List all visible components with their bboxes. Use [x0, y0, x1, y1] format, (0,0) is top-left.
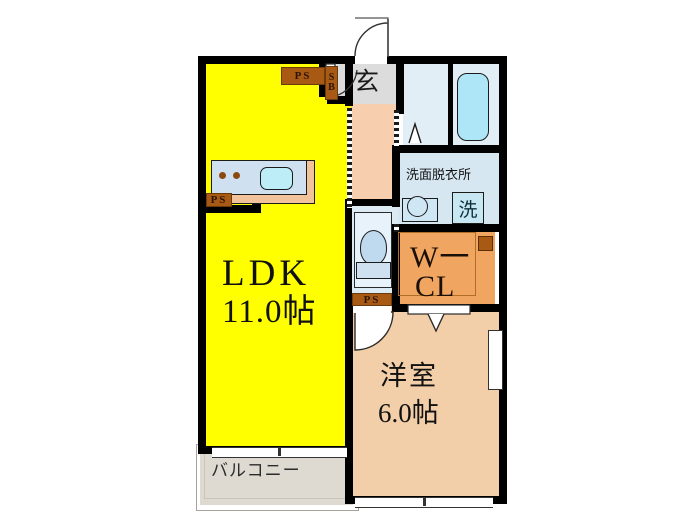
room-label-wcl-line2: CL [415, 270, 456, 303]
kitchen-sink-icon [260, 167, 293, 190]
washroom-wcl-wall [392, 224, 507, 232]
tag-ps-toilet: PS [352, 293, 392, 306]
room-label-bedroom: 洋室 [380, 361, 438, 391]
tag-sb-genkan: S B [325, 66, 338, 100]
bath-washroom-wall [392, 145, 507, 153]
hall-washroom-divider-wall [392, 145, 400, 207]
kitchen-counter [211, 160, 307, 195]
tag-sb-line1: S [328, 72, 335, 83]
stove-burner-right-icon [233, 172, 240, 179]
bedroom-side-window[interactable] [488, 330, 503, 390]
exterior-wall-right [499, 56, 507, 504]
toilet-tank-icon-2 [356, 262, 391, 279]
hall-washroom-sliding-door[interactable] [394, 110, 399, 146]
lavatory-bowl-icon [407, 196, 428, 217]
bathtub-icon [457, 73, 489, 141]
room-label-wcl-line1: W一 [410, 241, 471, 274]
exterior-wall-left [198, 56, 206, 454]
washing-machine-space-icon: 洗 [452, 192, 484, 224]
ldk-hall-sliding-door[interactable] [347, 108, 352, 208]
entrance-door-opening [355, 56, 387, 64]
toilet-bowl-icon-2 [360, 230, 387, 265]
room-label-ldk-area: 11.0帖 [222, 294, 317, 330]
room-label-genkan: 玄 [354, 69, 380, 96]
wcl-inner-outline [398, 232, 476, 296]
room-label-washroom: 洗面脱衣所 [406, 167, 472, 182]
wcl-corner-marker [478, 236, 493, 251]
bedroom-window-mullion [423, 497, 426, 506]
hall-wcl-divider-wall [392, 224, 400, 312]
room-label-ldk: LDK [222, 253, 311, 294]
stove-burner-left-icon [219, 172, 226, 179]
room-ldk [205, 63, 351, 448]
wcl-bedroom-wall [392, 304, 507, 312]
toilet-top-wall [345, 199, 400, 206]
ldk-window-mullion [278, 447, 281, 456]
room-label-balcony: バルコニー [211, 461, 301, 481]
hall-door-opening [353, 306, 391, 313]
ldk-bedroom-divider-wall [345, 305, 353, 504]
tag-ps-kitchen-side: PS [206, 193, 232, 207]
tag-sb-line2: B [328, 82, 335, 93]
hall-bath-divider-wall [396, 56, 404, 114]
room-label-bedroom-area: 6.0帖 [378, 398, 439, 428]
tag-ps-kitchen-top: PS [281, 67, 325, 85]
genkan-ldk-wall [327, 96, 353, 104]
kitchen-ps-wall-base [206, 205, 261, 213]
bathroom-partition [448, 63, 453, 145]
kitchen-ps-wall-vert [198, 195, 206, 213]
toilet-left-wall [345, 199, 352, 312]
hall-wcl-hatch[interactable] [394, 224, 399, 232]
